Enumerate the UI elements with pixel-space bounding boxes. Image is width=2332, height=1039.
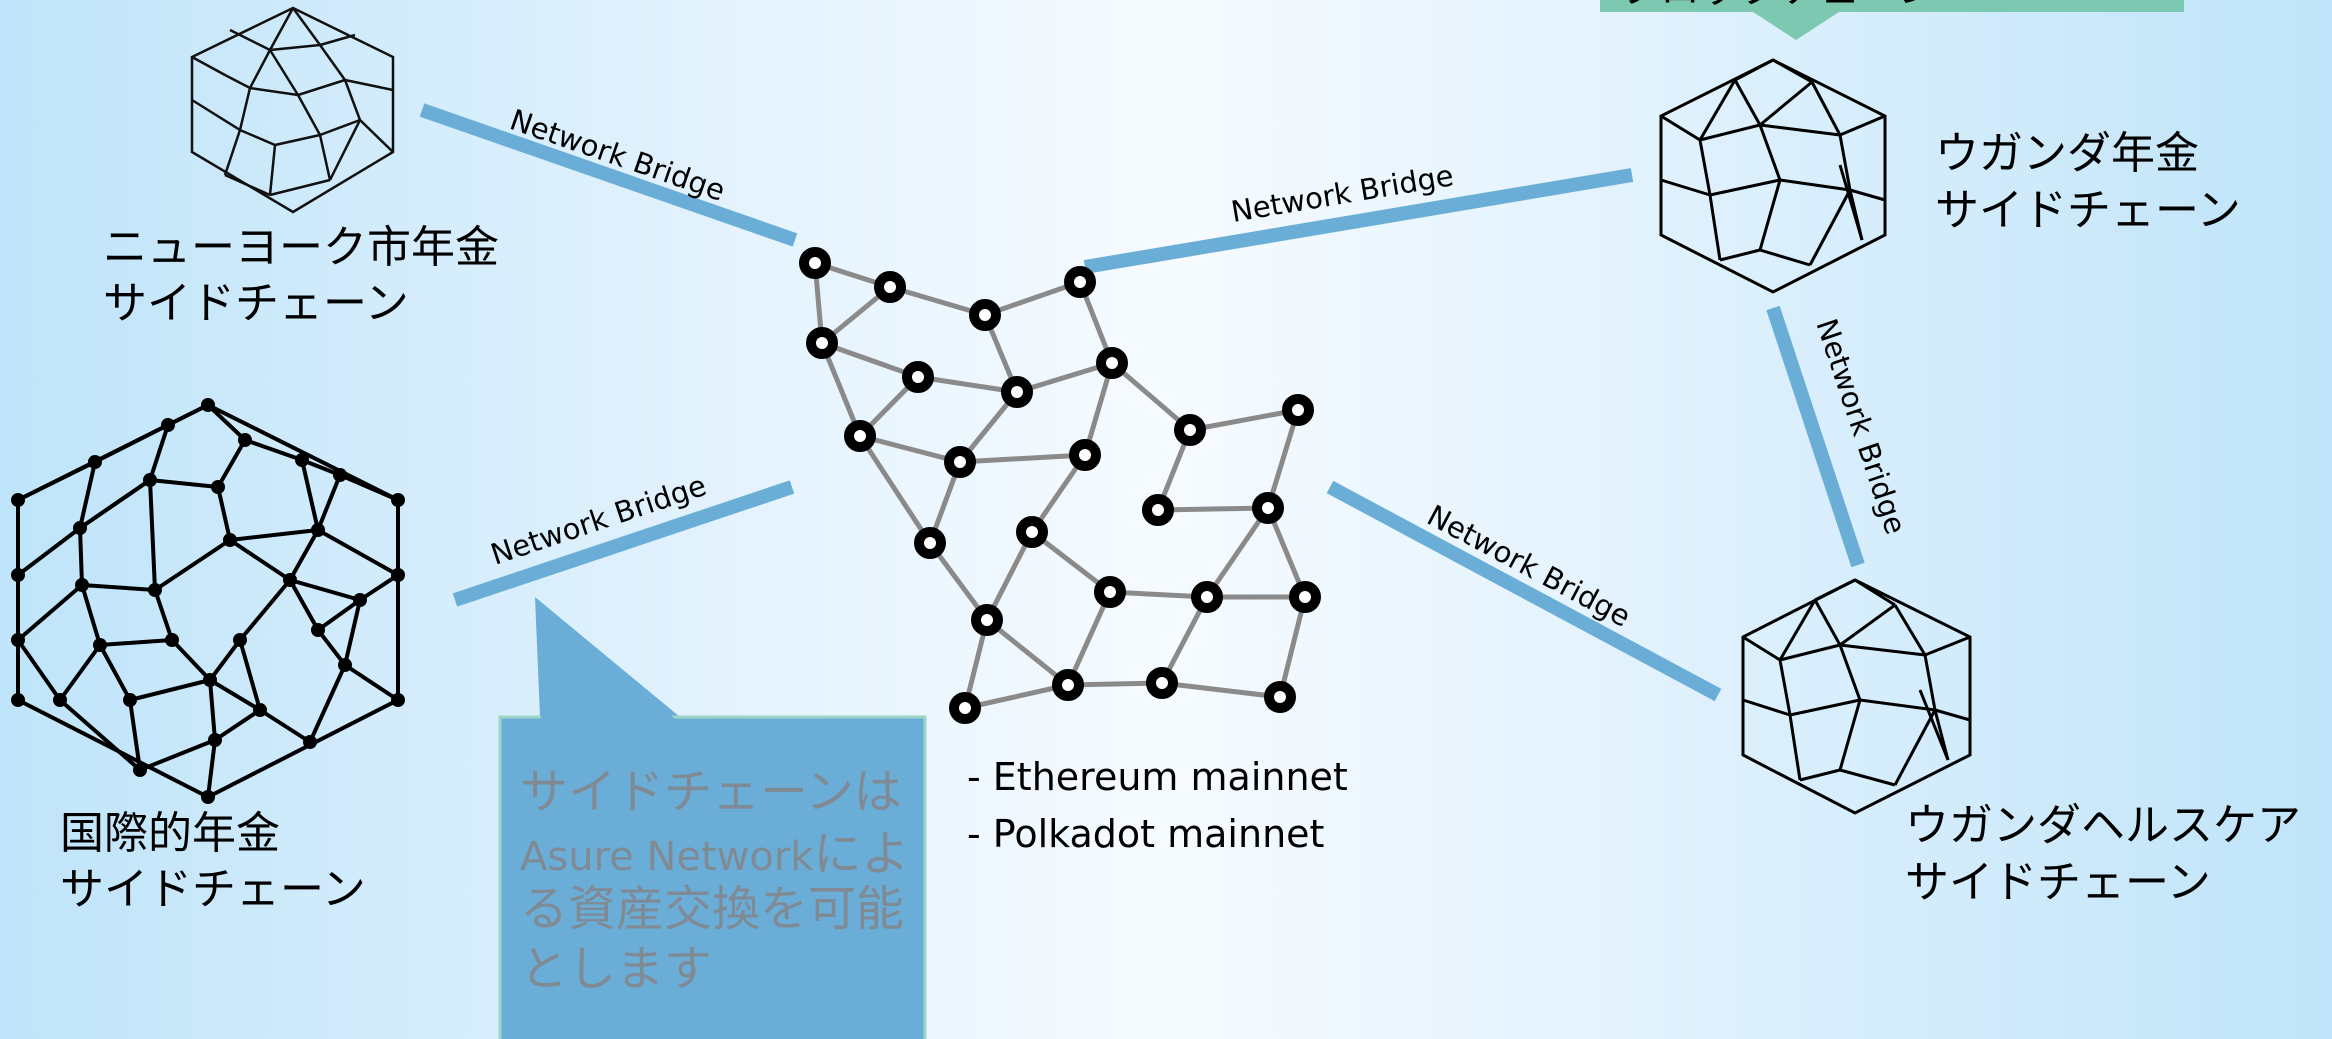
sidechain-label-uganda-pension-2: サイドチェーン — [1935, 185, 2241, 236]
bridge-line-nyc — [419, 103, 798, 247]
mainnet-label-ethereum: - Ethereum mainnet — [967, 755, 1348, 799]
sidechain-label-uganda-pension-1: ウガンダ年金 — [1935, 128, 2199, 179]
bridge-line-sidechains — [1766, 305, 1865, 568]
sidechain-label-intl-1: 国際的年金 — [60, 808, 280, 859]
callout-line-2a: Asure Network — [520, 834, 814, 880]
sidechain-label-uganda-health-1: ウガンダヘルスケア — [1905, 800, 2301, 851]
sidechain-hex-uganda-pension — [1659, 58, 1887, 294]
mainnet-nodes — [799, 247, 1321, 724]
sidechain-label-nyc-1: ニューヨーク市年金 — [103, 222, 499, 273]
sidechain-hex-uganda-health — [1741, 578, 1972, 815]
bridge-line-intl — [452, 480, 795, 607]
callout-box — [498, 715, 927, 1039]
callout-line-3: る資産交換を可能 — [520, 881, 904, 937]
top-banner: ブロックチェーン — [1600, 0, 2184, 40]
bridge-line-uganda-health — [1326, 480, 1722, 702]
callout-line-2: Asure Networkによ — [520, 826, 909, 882]
top-banner-pointer — [1750, 10, 1842, 40]
bridge-label-uganda-health: Network Bridge — [1422, 498, 1636, 634]
bridge-line-uganda-pension — [1083, 168, 1634, 274]
mainnet-label-polkadot: - Polkadot mainnet — [967, 812, 1324, 856]
mainnet-network — [812, 260, 1308, 711]
callout-line-1: サイドチェーンは — [520, 764, 902, 820]
network-bridges: Network Bridge Network Bridge Network Br… — [419, 102, 1913, 702]
sidechain-hex-nyc — [190, 6, 395, 214]
bridge-label-sidechains: Network Bridge — [1809, 314, 1913, 538]
sidechain-hex-intl-nodes — [11, 398, 405, 804]
sidechain-label-uganda-health-2: サイドチェーン — [1905, 857, 2211, 908]
callout-line-4: とします — [520, 941, 712, 997]
callout-bubble: サイドチェーンは Asure Networkによ る資産交換を可能 とします — [498, 597, 927, 1039]
top-banner-label: ブロックチェーン — [1620, 0, 1938, 12]
sidechain-label-nyc-2: サイドチェーン — [103, 278, 409, 329]
callout-line-2b: によ — [813, 826, 909, 882]
sidechain-label-intl-2: サイドチェーン — [60, 864, 366, 915]
sidechain-hex-intl — [16, 402, 400, 800]
